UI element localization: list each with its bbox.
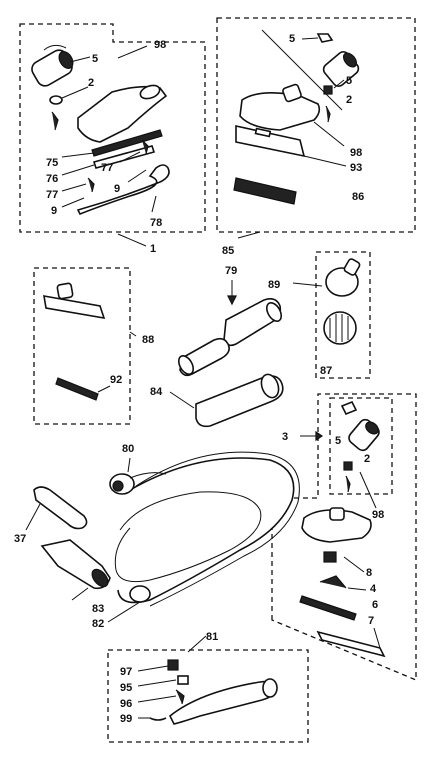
callout-92: 92 xyxy=(110,374,122,386)
callout-87: 87 xyxy=(320,365,332,377)
part-97 xyxy=(167,659,179,671)
callout-77a: 77 xyxy=(101,162,113,174)
callout-93: 93 xyxy=(350,162,362,174)
callout-37: 37 xyxy=(14,533,26,545)
callout-9a: 9 xyxy=(114,183,120,195)
wand-tubes-79: 79 xyxy=(177,265,283,377)
callout-6: 6 xyxy=(372,599,378,611)
part-8 xyxy=(323,551,337,563)
bumper-part-a xyxy=(76,164,170,216)
part-99 xyxy=(149,717,167,721)
dusting-brush-87 xyxy=(323,311,357,345)
callout-97: 97 xyxy=(120,666,132,678)
upholstery-tool-b xyxy=(239,92,321,131)
valve-part-a xyxy=(31,44,74,87)
callout-98c: 98 xyxy=(372,509,384,521)
clip-part-b xyxy=(87,177,95,193)
hose-assembly: 80 xyxy=(109,443,300,607)
callout-5c: 5 xyxy=(346,75,352,87)
valve-cap-b xyxy=(316,33,334,43)
valve-cap-d xyxy=(340,400,358,416)
washer-part-a xyxy=(49,95,63,105)
assembly-3: 3 5 2 98 8 4 6 7 xyxy=(271,393,417,681)
strip-part-92 xyxy=(55,377,99,401)
hose-end-82 xyxy=(129,585,151,603)
callout-82: 82 xyxy=(92,618,104,630)
valve-part-b xyxy=(322,51,360,87)
washer-part-b xyxy=(323,85,333,95)
part-96 xyxy=(175,689,185,705)
callout-78: 78 xyxy=(150,217,162,229)
callout-77b: 77 xyxy=(46,189,58,201)
strip-part-b xyxy=(92,145,156,169)
callout-80: 80 xyxy=(122,443,134,455)
assembly-85: 5 5 2 98 93 86 85 xyxy=(216,17,416,257)
assembly-88-box xyxy=(33,267,131,425)
assembly-81-box xyxy=(107,649,309,743)
callout-2b: 2 xyxy=(346,94,352,106)
strip-part-86 xyxy=(233,177,297,205)
callout-76: 76 xyxy=(46,173,58,185)
assembly-87-box xyxy=(315,251,371,379)
part-4 xyxy=(319,575,347,589)
callout-98a: 98 xyxy=(154,39,166,51)
callout-85: 85 xyxy=(222,245,234,257)
assembly-3-inner-box xyxy=(329,397,393,495)
callout-4: 4 xyxy=(370,583,377,595)
callout-88: 88 xyxy=(142,334,154,346)
callout-5d: 5 xyxy=(335,435,341,447)
callout-9b: 9 xyxy=(51,205,57,217)
callout-7: 7 xyxy=(368,615,374,627)
callout-5a: 5 xyxy=(92,53,98,65)
callout-2c: 2 xyxy=(364,453,370,465)
callout-96: 96 xyxy=(120,698,132,710)
brush-strip-b xyxy=(235,125,306,158)
callout-8: 8 xyxy=(366,567,372,579)
floor-nozzle-a xyxy=(77,85,168,143)
floor-tool-3 xyxy=(301,509,372,543)
callout-84: 84 xyxy=(150,386,163,398)
clip-part-a xyxy=(141,139,149,155)
assembly-81: 81 97 95 96 99 xyxy=(107,631,309,743)
strip-part-a xyxy=(91,129,163,157)
callout-89: 89 xyxy=(268,279,280,291)
callout-3: 3 xyxy=(282,431,288,443)
callout-81: 81 xyxy=(206,631,218,643)
callout-95: 95 xyxy=(120,682,132,694)
handle-parts: 37 83 82 xyxy=(14,486,141,630)
valve-part-d xyxy=(348,418,380,452)
part-95 xyxy=(177,675,189,685)
assembly-1-box xyxy=(19,23,206,233)
callout-1: 1 xyxy=(150,243,156,255)
callout-79: 79 xyxy=(225,265,237,277)
screw-part-b xyxy=(325,105,331,123)
assembly-85-box xyxy=(216,17,416,233)
part-6 xyxy=(299,595,357,621)
assembly-88: 92 88 xyxy=(33,267,154,425)
part-7 xyxy=(316,630,386,658)
crevice-tool-84: 84 xyxy=(150,373,284,428)
callout-5b: 5 xyxy=(289,33,295,45)
screw-part-a xyxy=(51,111,59,131)
callout-99: 99 xyxy=(120,713,132,725)
assembly-87: 89 87 xyxy=(268,251,371,379)
callout-86: 86 xyxy=(352,191,364,203)
callout-98b: 98 xyxy=(350,147,362,159)
upholstery-tool-88 xyxy=(43,295,106,320)
callout-75: 75 xyxy=(46,157,58,169)
part-37 xyxy=(33,486,88,530)
callout-83: 83 xyxy=(92,603,104,615)
assembly-1: 98 5 2 75 76 77 77 9 9 78 1 xyxy=(19,23,206,255)
hose-section-81 xyxy=(168,680,277,725)
callout-2a: 2 xyxy=(88,77,94,89)
dusting-brush-top xyxy=(325,267,359,297)
